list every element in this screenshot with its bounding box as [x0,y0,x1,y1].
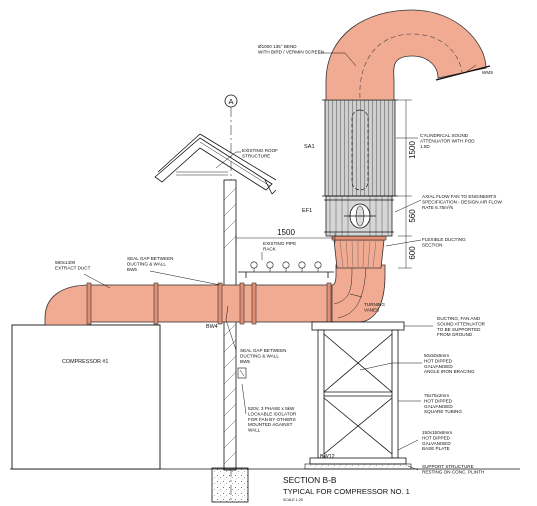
plinth-note: SUPPORT STRUCTURE RESTING ON CONC. PLINT… [422,464,484,474]
extract-duct [44,264,386,326]
bend-135 [325,9,491,101]
compressor-label: COMPRESSOR #1 [62,359,108,365]
dim-horizontal-offset: 1500 [277,228,295,237]
tubing-note: 75x75x2mm HOT DIPPED GALVANISED SQUARE T… [424,393,462,414]
sa1-tag: SA1 [304,144,315,150]
dim-attenuator-height: 1500 [408,141,417,159]
seal-gap-top-note: SEAL GAP BETWEEN DUCTING & WALL BW5 [127,256,175,272]
isolator-note: 520V, 3 PHASE x 5kW LOCKABLE ISOLATOR FO… [248,406,298,433]
attenuator-note: CYLINDRICAL SOUND ATTENUATOR WITH POD 1.… [420,133,476,149]
base-plate-note: 150x150x8mm HOT DIPPED GALVANISED BASE P… [422,430,453,451]
pipe-rack [238,261,334,278]
bw4-tag: BW4 [206,324,218,330]
isolator [237,367,247,379]
sound-attenuator [322,99,398,197]
axial-fan [324,195,394,237]
bend-note: Ø1000 135° BEND WITH BIRD / VERMIN SCREE… [258,44,324,54]
wall [223,179,237,471]
wms-label: WMS [482,70,493,75]
flexible-ducting [331,235,387,269]
support-note: DUCTING, FAN AND SOUND ATTENUATOR TO BE … [437,316,486,337]
fan-note: AXIAL FLOW FAN TO ENGINEER'S SPECIFICATI… [422,194,503,210]
section-subtitle: TYPICAL FOR COMPRESSOR NO. 1 [283,487,410,496]
dim-fan-height: 560 [408,209,417,223]
roof-structure [154,133,277,195]
section-title: SECTION B-B [283,475,337,485]
bracing-note: 50x50x5mm HOT DIPPED GALVANISED ANGLE IR… [424,353,475,374]
turning-vanes-note: TURNING VANES [364,302,386,312]
flex-note: FLEXIBLE DUCTING SECTION [422,237,467,247]
dimensions: 1500 560 600 1500 [235,99,417,269]
ef1-tag: EF1 [302,208,312,214]
compressor-unit: COMPRESSOR #1 [11,324,161,470]
scale-note: SCALE 1:25 [283,498,303,502]
extract-duct-note: 580x1400 EXTRACT DUCT [55,260,91,270]
wall-footing [211,467,249,503]
pipe-rack-note: EXISTING PIPE RACK [263,241,297,251]
annotations: Ø1000 135° BEND WITH BIRD / VERMIN SCREE… [55,44,503,502]
gridline-label: A [228,97,233,106]
bw12-tag: BW12 [320,454,335,460]
dim-flex-height: 600 [408,246,417,260]
leader-lines [83,52,477,471]
roof-note: EXISTING ROOF STRUCTURE [242,148,279,158]
support-structure [304,321,412,470]
seal-gap-bottom-note: SEAL GAP BETWEEN DUCTING & WALL BW5 [240,348,288,364]
